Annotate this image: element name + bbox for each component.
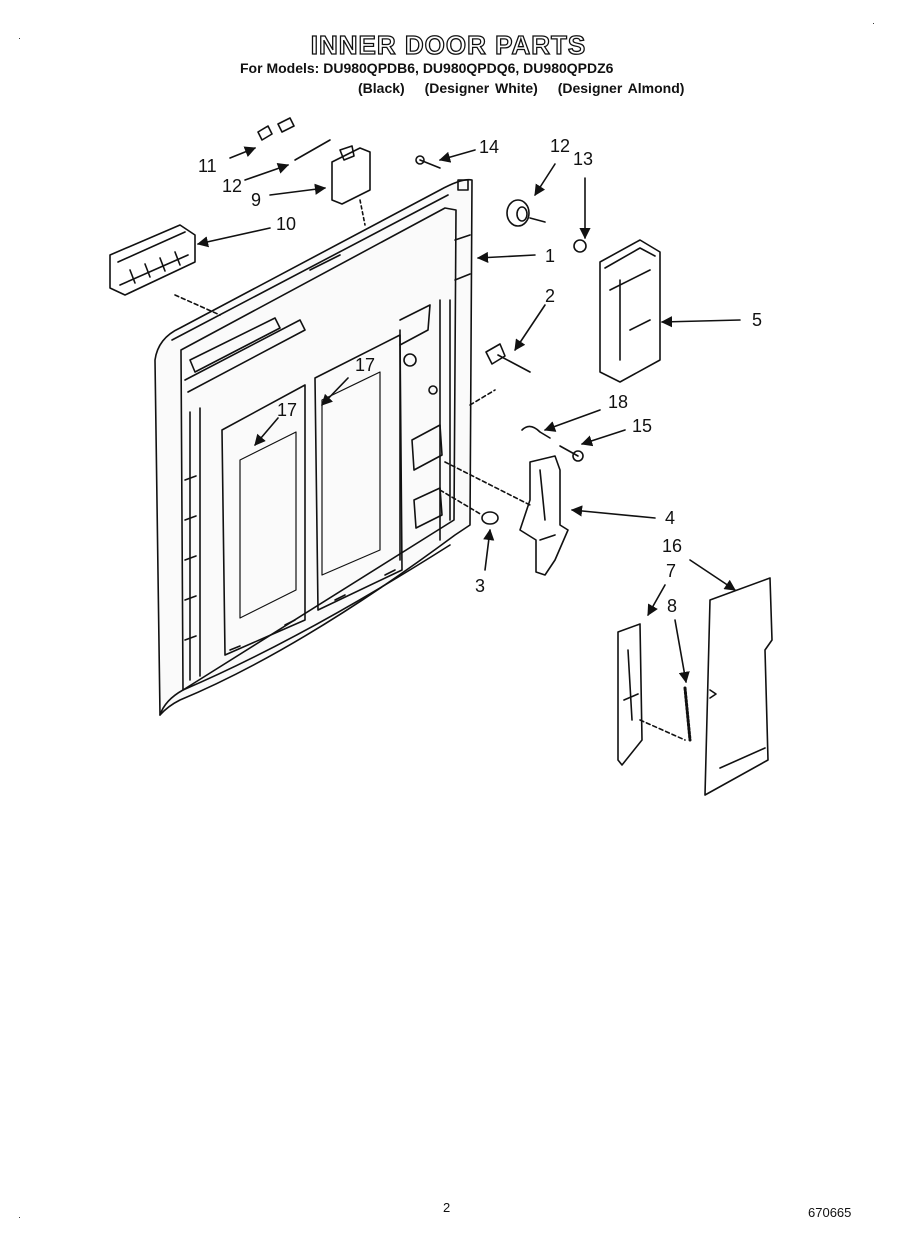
page-number: 2 bbox=[443, 1200, 451, 1215]
callout-15-top: 14 bbox=[479, 137, 499, 157]
rod-part-11 bbox=[294, 139, 331, 161]
callout-8: 8 bbox=[667, 596, 677, 616]
spring-part-8 bbox=[639, 686, 692, 742]
clip-part-18 bbox=[521, 425, 551, 439]
callout-11: 12 bbox=[222, 176, 242, 196]
callout-16: 16 bbox=[662, 536, 682, 556]
callout-18: 18 bbox=[608, 392, 628, 412]
registration-mark: · bbox=[872, 18, 875, 28]
cover-panel-part-16 bbox=[704, 577, 773, 796]
callout-4: 4 bbox=[665, 508, 675, 528]
registration-mark: · bbox=[18, 1212, 21, 1222]
button-part-3 bbox=[439, 489, 499, 525]
knob-part-13 bbox=[506, 199, 546, 227]
variant-black: (Black) bbox=[358, 80, 405, 96]
handle-grille-part-12 bbox=[109, 224, 221, 316]
vent-cover-part-9 bbox=[331, 145, 371, 226]
callout-17-right: 17 bbox=[355, 355, 375, 375]
callout-1: 1 bbox=[545, 246, 555, 266]
callout-15-right: 15 bbox=[632, 416, 652, 436]
callout-2: 2 bbox=[545, 286, 555, 306]
models-line: For Models: DU980QPDB6, DU980QPDQ6, DU98… bbox=[240, 60, 614, 76]
callout-10: 11 bbox=[198, 156, 217, 176]
callout-7: 7 bbox=[666, 561, 676, 581]
callout-5: 5 bbox=[752, 310, 762, 330]
latch-part-4 bbox=[444, 455, 569, 576]
document-code: 670665 bbox=[808, 1205, 852, 1220]
callout-13: 12 bbox=[550, 136, 570, 156]
switch-housing-part-5 bbox=[599, 239, 661, 383]
callout-14: 13 bbox=[573, 149, 593, 169]
variant-designer-almond: (Designer Almond) bbox=[557, 80, 685, 96]
callout-3: 3 bbox=[475, 576, 485, 596]
registration-mark: · bbox=[18, 33, 21, 43]
screw-part-15 bbox=[559, 445, 579, 457]
slider-part-7 bbox=[617, 623, 643, 766]
fasteners-part-10 bbox=[257, 117, 295, 141]
strike-part-2 bbox=[469, 343, 531, 406]
page-title: INNER DOOR PARTS bbox=[310, 29, 587, 60]
callout-9: 9 bbox=[251, 190, 261, 210]
model-variants: (Black) (Designer White) (Designer Almon… bbox=[358, 80, 698, 96]
callout-12: 10 bbox=[276, 214, 296, 234]
inner-door-panel bbox=[154, 178, 473, 716]
nut-part-14 bbox=[573, 239, 587, 253]
variant-designer-white: (Designer White) bbox=[424, 80, 538, 96]
callout-17-left: 17 bbox=[277, 400, 297, 420]
